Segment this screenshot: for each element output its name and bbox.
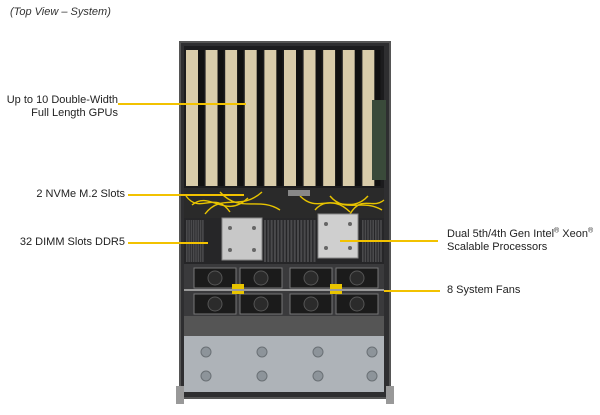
gpu-callout: Up to 10 Double-Width Full Length GPUs (0, 94, 118, 120)
dimm-slot (280, 220, 283, 262)
cpu-callout-line2: Scalable Processors (447, 241, 548, 253)
gpu-card-gap (315, 50, 322, 186)
dimm-slot (197, 220, 200, 262)
dimm-slot (290, 220, 293, 262)
gpu-card-gap (276, 50, 283, 186)
gpu-card-gap (354, 50, 361, 186)
gpu-leader-line (118, 103, 246, 105)
psu-area (184, 316, 384, 336)
gpu-card-gap (256, 50, 263, 186)
cpu-heatsink-right (317, 213, 359, 259)
dimm-slot (300, 220, 303, 262)
gpu-callout-line2: Full Length GPUs (31, 107, 118, 119)
cpu-heatsink-left (221, 217, 263, 261)
gpu-card (284, 50, 296, 186)
gpu-card (323, 50, 336, 186)
gpu-card-gap (296, 50, 302, 186)
fan-hub (303, 270, 319, 286)
dimm-slot (202, 220, 204, 262)
nvme-slot (288, 190, 310, 196)
riser-board (372, 100, 386, 180)
dimm-slot (293, 220, 296, 262)
gpu-card-gap (198, 50, 204, 186)
dimm-slot (297, 220, 299, 262)
gpu-card (303, 50, 316, 186)
front-handle-right (386, 386, 394, 404)
dimm-slot (273, 220, 276, 262)
gpu-card (205, 50, 218, 186)
dimm-leader-line (128, 242, 208, 244)
dimm-slot (306, 220, 309, 262)
drive-screws (200, 346, 378, 382)
cpu-leader-line (340, 240, 438, 242)
nvme-leader-line (128, 194, 244, 196)
dimm-slot (303, 220, 306, 262)
cables (185, 191, 385, 215)
fan-hub (207, 270, 223, 286)
fan-hub (349, 296, 365, 312)
fan-hub (207, 296, 223, 312)
dimm-slot (283, 220, 286, 262)
fan-hub (349, 270, 365, 286)
system-fans (193, 267, 379, 315)
dimm-slot (310, 220, 313, 262)
dimm-slot (195, 220, 197, 262)
dimm-callout: 32 DIMM Slots DDR5 (19, 236, 125, 248)
chassis-frame (179, 41, 391, 399)
gpu-card (362, 50, 375, 186)
dimm-slot (277, 220, 280, 262)
dimm-slot (186, 220, 188, 262)
front-handle-left (176, 386, 184, 404)
gpu-card-gap (237, 50, 244, 186)
gpu-card (225, 50, 238, 186)
gpu-callout-line1: Up to 10 Double-Width (6, 94, 118, 106)
dimm-slot (188, 220, 190, 262)
dimm-slot (313, 220, 316, 262)
dimm-slot (287, 220, 290, 262)
caption: (Top View – System) (10, 6, 111, 18)
cpu-callout: Dual 5th/4th Gen Intel® Xeon® Scalable P… (447, 227, 599, 254)
dimm-slot (267, 220, 270, 262)
gpu-card (342, 50, 355, 186)
cpu-callout-line1: Dual 5th/4th Gen Intel® Xeon® (447, 227, 594, 240)
fan-hub (253, 296, 269, 312)
dimm-slot (190, 220, 193, 262)
dimm-slot (199, 220, 202, 262)
nvme-callout: 2 NVMe M.2 Slots (36, 188, 125, 200)
gpu-card-gap (335, 50, 342, 186)
gpu-card (244, 50, 257, 186)
fans-callout: 8 System Fans (447, 284, 521, 296)
fan-hub (303, 296, 319, 312)
fans-leader-line (384, 290, 440, 292)
gpu-card-gap (217, 50, 224, 186)
gpu-cards (186, 50, 381, 186)
gpu-card (186, 50, 198, 186)
dimm-slot (192, 220, 195, 262)
dimm-slot (270, 220, 273, 262)
dimm-slot (264, 220, 266, 262)
gpu-card (264, 50, 277, 186)
drive-bay (184, 336, 384, 392)
fan-hub (253, 270, 269, 286)
